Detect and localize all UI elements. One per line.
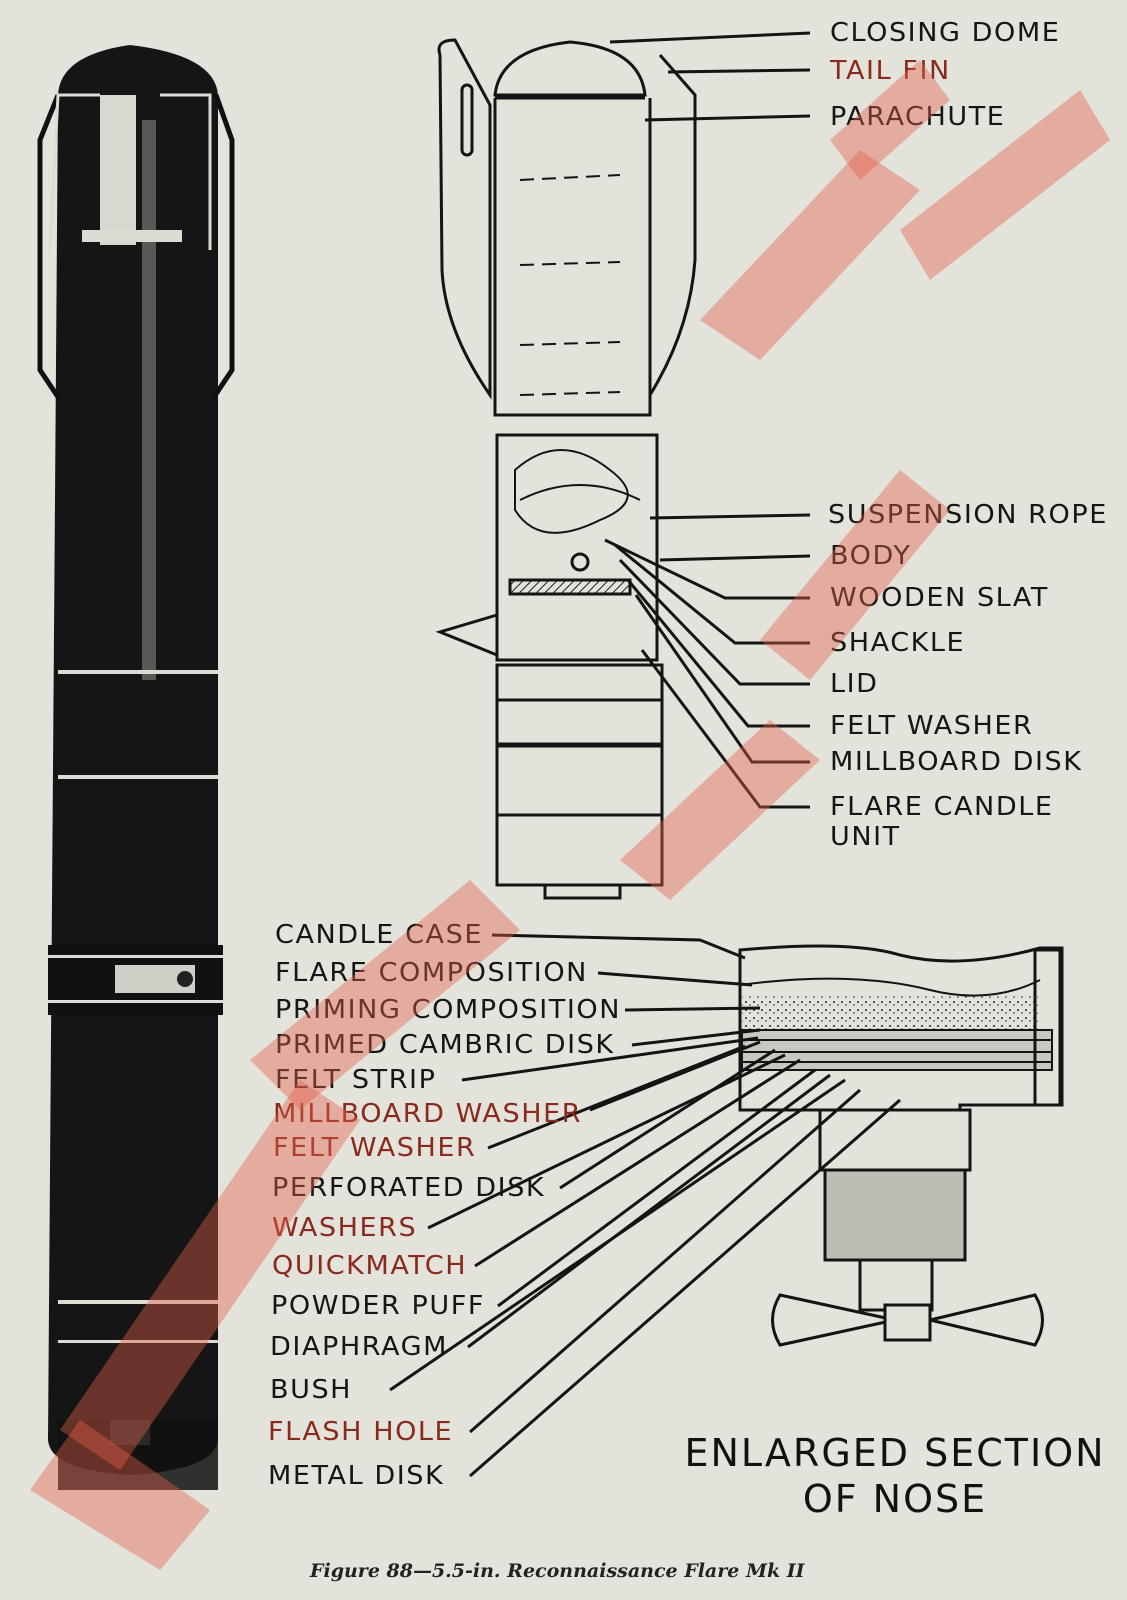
label-flare-composition: FLARE COMPOSITION — [275, 958, 588, 988]
label-millboard-disk: MILLBOARD DISK — [830, 747, 1083, 777]
nose-section-drawing — [738, 944, 1064, 1347]
section-title: ENLARGED SECTION OF NOSE — [680, 1430, 1110, 1522]
label-parachute: PARACHUTE — [830, 102, 1006, 132]
label-shackle: SHACKLE — [830, 628, 966, 658]
label-wooden-slat: WOODEN SLAT — [830, 583, 1049, 613]
label-unit: UNIT — [830, 822, 901, 852]
label-felt-washer-upper: FELT WASHER — [830, 711, 1034, 741]
label-priming-composition: PRIMING COMPOSITION — [275, 995, 622, 1025]
label-felt-washer: FELT WASHER — [273, 1133, 477, 1163]
label-felt-strip: FELT STRIP — [275, 1065, 437, 1095]
label-millboard-washer: MILLBOARD WASHER — [273, 1099, 583, 1129]
flare-exterior-drawing — [37, 45, 235, 1490]
label-body: BODY — [830, 541, 912, 571]
label-primed-cambric-disk: PRIMED CAMBRIC DISK — [275, 1030, 615, 1060]
label-candle-case: CANDLE CASE — [275, 920, 483, 950]
label-washers: WASHERS — [272, 1213, 418, 1243]
label-flare-candle: FLARE CANDLE — [830, 792, 1054, 822]
nose-leader-lines — [389, 933, 901, 1478]
label-diaphragm: DIAPHRAGM — [270, 1332, 448, 1362]
label-flash-hole: FLASH HOLE — [268, 1417, 454, 1447]
section-title-line-2: OF NOSE — [802, 1477, 988, 1521]
upper-leader-lines — [604, 31, 811, 809]
label-tail-fin: TAIL FIN — [830, 56, 951, 86]
figure-caption: Figure 88—5.5-in. Reconnaissance Flare M… — [310, 1560, 805, 1582]
label-metal-disk: METAL DISK — [268, 1461, 445, 1491]
label-bush: BUSH — [270, 1375, 353, 1405]
flare-cutaway-drawing — [435, 38, 697, 900]
label-lid: LID — [830, 669, 879, 699]
label-perforated-disk: PERFORATED DISK — [272, 1173, 546, 1203]
label-closing-dome: CLOSING DOME — [830, 18, 1061, 48]
label-quickmatch: QUICKMATCH — [272, 1251, 468, 1281]
section-title-line-1: ENLARGED SECTION — [684, 1431, 1106, 1475]
label-powder-puff: POWDER PUFF — [271, 1291, 485, 1321]
label-suspension-rope: SUSPENSION ROPE — [828, 500, 1108, 530]
